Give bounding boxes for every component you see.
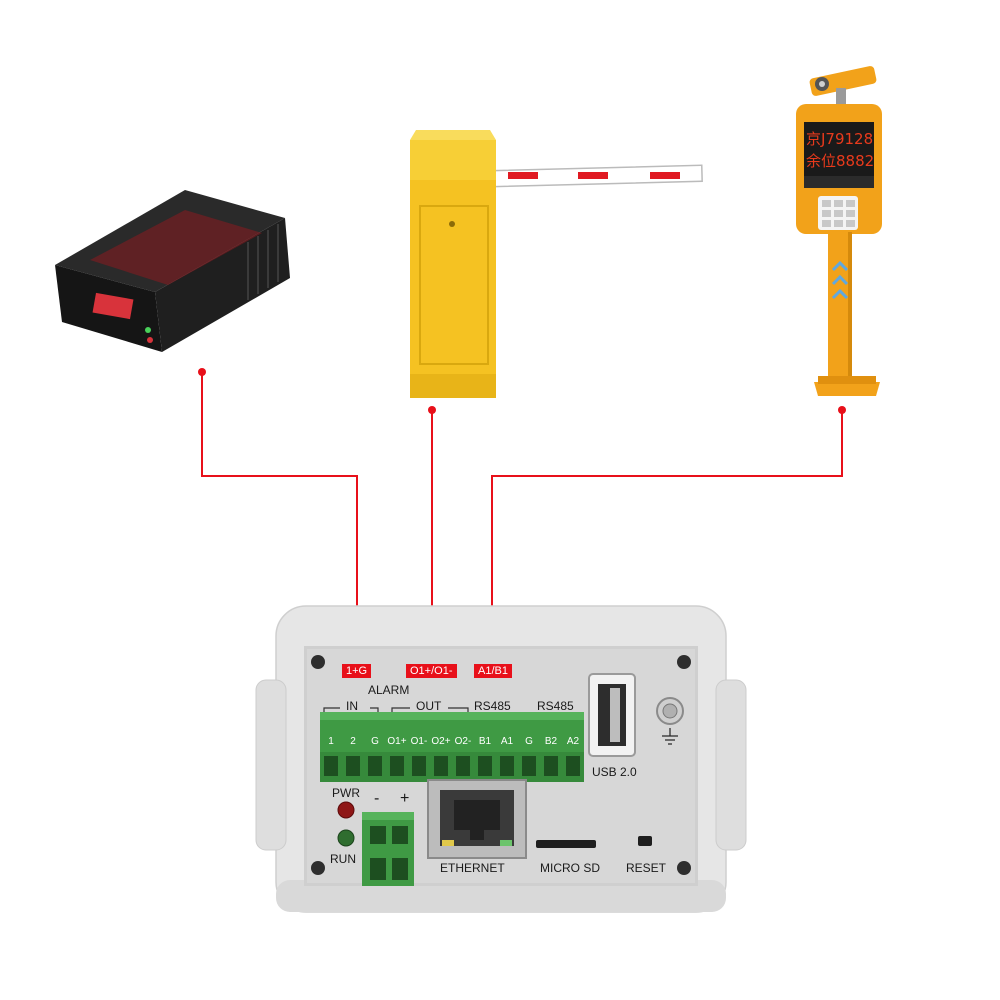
usb-label: USB 2.0	[592, 765, 637, 779]
kiosk-display-line-2: 余位8882	[806, 152, 875, 170]
pin-label: 1	[328, 736, 334, 747]
parking-kiosk-device	[796, 66, 882, 396]
terminal-screw-slots	[324, 756, 580, 776]
terminal-screw-slot	[478, 756, 492, 776]
pin-label: A2	[566, 736, 580, 747]
pin-label: O1-	[410, 736, 428, 747]
pin-label: O2-	[454, 736, 472, 747]
tag-rs485: A1/B1	[474, 664, 512, 678]
run-led-icon	[337, 829, 355, 847]
microsd-label: MICRO SD	[540, 861, 600, 875]
pin-label: O2+	[431, 736, 451, 747]
rs485-label-2: RS485	[537, 699, 574, 713]
screw-icon	[311, 655, 691, 875]
minus-label: -	[374, 790, 380, 807]
wire-endpoint-parking-kiosk	[838, 406, 846, 414]
kiosk-display-line-1: 京J79128	[806, 130, 874, 148]
terminal-screw-slot	[390, 756, 404, 776]
pin-label: B2	[544, 736, 558, 747]
alarm-label: ALARM	[368, 683, 410, 697]
pin-label: A1	[500, 736, 514, 747]
terminal-screw-slot	[434, 756, 448, 776]
in-label: IN	[346, 699, 358, 713]
microsd-slot	[536, 840, 596, 848]
terminal-screw-slot	[500, 756, 514, 776]
ground-screw-icon	[656, 697, 684, 745]
terminal-screw-slot	[544, 756, 558, 776]
plus-label: +	[400, 790, 410, 807]
out-label: OUT	[416, 699, 442, 713]
reset-button	[638, 836, 652, 846]
pin-label: B1	[478, 736, 492, 747]
pin-label: G	[371, 736, 379, 747]
terminal-screw-slot	[346, 756, 360, 776]
tag-alarm-in: 1+G	[342, 664, 372, 678]
rs485-label-1: RS485	[474, 699, 511, 713]
terminal-screw-slot	[522, 756, 536, 776]
barrier-gate-device	[410, 130, 703, 398]
terminal-screw-slot	[368, 756, 382, 776]
pin-label: G	[525, 736, 533, 747]
loop-detector-device	[55, 190, 290, 352]
wire-endpoint-loop-detector	[198, 368, 206, 376]
pin-label: O1+	[387, 736, 407, 747]
terminal-screw-slot	[566, 756, 580, 776]
terminal-block	[320, 712, 584, 782]
ethernet-port	[427, 779, 527, 859]
wire-endpoint-barrier-gate	[428, 406, 436, 414]
wire-loop-detector	[201, 372, 358, 660]
ethernet-label: ETHERNET	[440, 861, 505, 875]
terminal-screw-slot	[324, 756, 338, 776]
pwr-led-icon	[337, 801, 355, 819]
run-label: RUN	[330, 852, 356, 866]
tag-output: O1+/O1-	[406, 664, 457, 678]
power-terminal-block	[362, 812, 414, 886]
reset-label: RESET	[626, 861, 667, 875]
terminal-screw-slot	[456, 756, 470, 776]
pwr-label: PWR	[332, 786, 360, 800]
usb-port	[588, 673, 636, 757]
pin-label: 2	[350, 736, 356, 747]
wire-parking-kiosk	[491, 410, 843, 660]
terminal-screw-slot	[412, 756, 426, 776]
